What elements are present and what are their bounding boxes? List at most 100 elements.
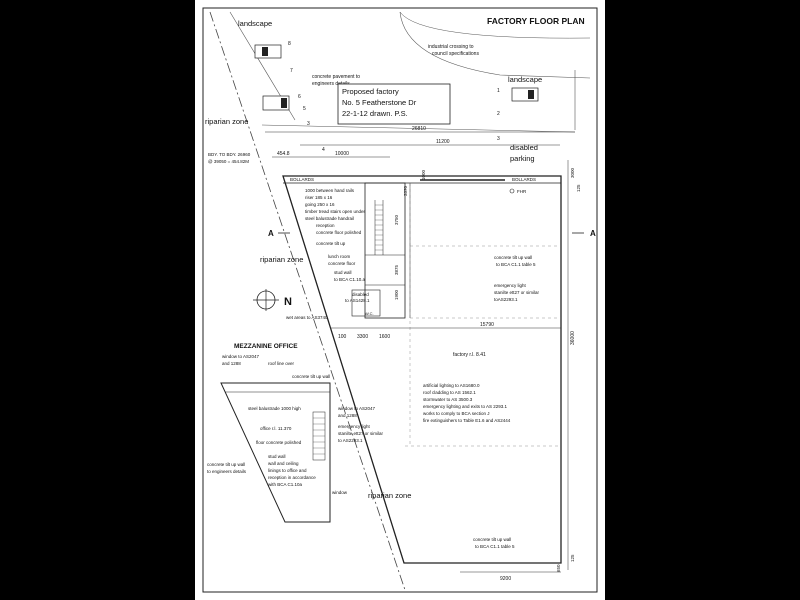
section-marker: A — [268, 229, 274, 238]
section-marker: A — [590, 229, 596, 238]
note-stud-wall: stud wall — [334, 270, 352, 275]
note-tilt-up: concrete tilt up — [316, 241, 346, 246]
disabled-parking-label: disabled — [510, 143, 538, 152]
note-wet-areas: wet areas to AS3740 — [286, 315, 328, 320]
dimension-3750: 3750 — [394, 214, 399, 225]
note-mezz-tilt-left: to engineers details — [207, 469, 247, 474]
title-block-line: No. 5 Featherstone Dr — [342, 98, 417, 107]
note-stairs: timber tread stairs open under — [305, 209, 366, 214]
note-mezz-window: and 1288 — [338, 413, 357, 418]
dimension-125: 125 — [570, 554, 575, 562]
factory-rl-label: factory r.l. 8.41 — [453, 352, 486, 358]
note-tilt-wall: concrete tilt up wall — [473, 537, 511, 542]
dimension-1600: 1600 — [379, 334, 390, 340]
title-block — [337, 83, 451, 125]
site-boundary-diagonal — [209, 11, 406, 591]
note-stairs: going 250 x 16 — [305, 202, 335, 207]
note-mezz-tilt-left: concrete tilt up wall — [207, 462, 245, 467]
riparian-zone-label: riparian zone — [260, 255, 303, 264]
disabled-parking-label: parking — [510, 154, 535, 163]
dimension-3300: 3300 — [357, 334, 368, 340]
note-emergency-light: stanilte ett27 or similar — [494, 290, 540, 295]
note-mezz-emergency: stanilte ett27 or similar — [338, 431, 384, 436]
note-lunch-room: lunch room — [328, 254, 351, 259]
fhr-label: FHR — [517, 189, 527, 194]
parking-number: 3 — [497, 136, 500, 142]
stair-treads — [375, 204, 383, 251]
dimension-454-8: 454.8 — [277, 151, 290, 157]
note-stairs: riser 185 x 16 — [305, 195, 333, 200]
sheet-title: FACTORY FLOOR PLAN — [487, 16, 585, 26]
note-disabled-wc: disabled — [352, 292, 369, 297]
factory-outline — [282, 175, 562, 564]
note-disabled-wc: to AS1428.1 — [345, 298, 370, 303]
landscape-label: landscape — [508, 75, 542, 84]
note-mezz-tilt-wall: concrete tilt up wall — [292, 374, 330, 379]
note-mezz-window-label: window — [332, 490, 348, 495]
dimension-3875: 3875 — [394, 264, 399, 275]
note-reception: reception — [316, 223, 335, 228]
note-reception-floor: concrete floor polished — [316, 230, 362, 235]
note-balustrade: steel balustrade 1000 high — [248, 406, 301, 411]
bollards-label: BOLLARDS — [290, 177, 314, 182]
parking-number: 1 — [497, 88, 500, 94]
dimension-15790: 15790 — [480, 322, 494, 328]
car-icon — [511, 87, 539, 102]
note-compliance: fire extinguishers to Table E1.6 and AS2… — [423, 418, 511, 423]
note-tilt-wall: to BCA C1.1 table 5 — [496, 262, 536, 267]
wc-label: W.C. — [365, 311, 374, 316]
note-compliance: stormwater to AS 3500.3 — [423, 397, 473, 402]
note-lunch-room: concrete floor — [328, 261, 356, 266]
note-compliance: emergency lighting and exits to AS 2293.… — [423, 404, 508, 409]
note-tilt-wall: to BCA C1.1 table 5 — [475, 544, 515, 549]
road-curve-2 — [399, 11, 591, 39]
office-rl-label: office r.l. 11.370 — [260, 426, 292, 431]
note-mezz-stud: wall and ceiling — [268, 461, 299, 466]
note-stairs: steel balustrade handrail — [305, 216, 354, 221]
note-boundary: @ 39050 = 454.82M — [208, 159, 249, 164]
note-compliance: artificial lighting to AS1680.0 — [423, 383, 480, 388]
dimension-3370: 3370 — [403, 185, 408, 196]
bollards-label: BOLLARDS — [512, 177, 536, 182]
riparian-zone-label: riparian zone — [205, 117, 248, 126]
parking-number: 7 — [290, 68, 293, 74]
mezzanine-stair-treads — [313, 417, 325, 455]
riparian-zone-label: riparian zone — [368, 491, 411, 500]
dimension-650: 650 — [556, 564, 561, 572]
note-mezz-floor: floor concrete polished — [256, 440, 302, 445]
landscape-label: landscape — [238, 19, 272, 28]
dimension-1000: 1000 — [421, 169, 426, 180]
dimension-3000: 3000 — [570, 167, 575, 178]
mezzanine-title: MEZZANINE OFFICE — [234, 343, 298, 350]
note-stud-wall: to BCA C1.10.a — [334, 277, 366, 282]
north-arrow-icon — [253, 289, 279, 311]
dimension-9200: 9200 — [500, 576, 511, 582]
note-industrial-crossing: council specifications — [432, 51, 479, 57]
note-pavement: concrete pavement to — [312, 74, 360, 80]
parking-line — [261, 124, 576, 133]
car-icon — [254, 44, 282, 59]
car-icon — [262, 95, 290, 111]
parking-number: 2 — [497, 111, 500, 117]
parking-number: 6 — [298, 94, 301, 100]
note-mezz-stud: with BCA C1.10a — [268, 482, 303, 487]
title-block-line: Proposed factory — [342, 87, 399, 96]
disabled-wc — [351, 289, 381, 317]
parking-number: 4 — [322, 147, 325, 153]
factory-grid — [405, 183, 561, 447]
sheet-border — [202, 7, 598, 593]
dimension-26810: 26810 — [412, 126, 426, 132]
note-roof-line: roof line over — [268, 361, 295, 366]
dimension-125: 125 — [576, 184, 581, 192]
mezzanine-outline — [220, 382, 331, 523]
north-label: N — [284, 296, 292, 308]
note-tilt-wall: concrete tilt up wall — [494, 255, 532, 260]
parking-number: 8 — [288, 41, 291, 47]
office-block — [364, 182, 406, 319]
note-compliance: works to comply to BCA section J — [423, 411, 490, 416]
dimension-11200: 11200 — [436, 139, 450, 145]
note-mezz-window: window to AS2047 — [338, 406, 376, 411]
note-mezz-emergency: to AS2293.1 — [338, 438, 363, 443]
note-emergency-light: toAS2293.1 — [494, 297, 518, 302]
